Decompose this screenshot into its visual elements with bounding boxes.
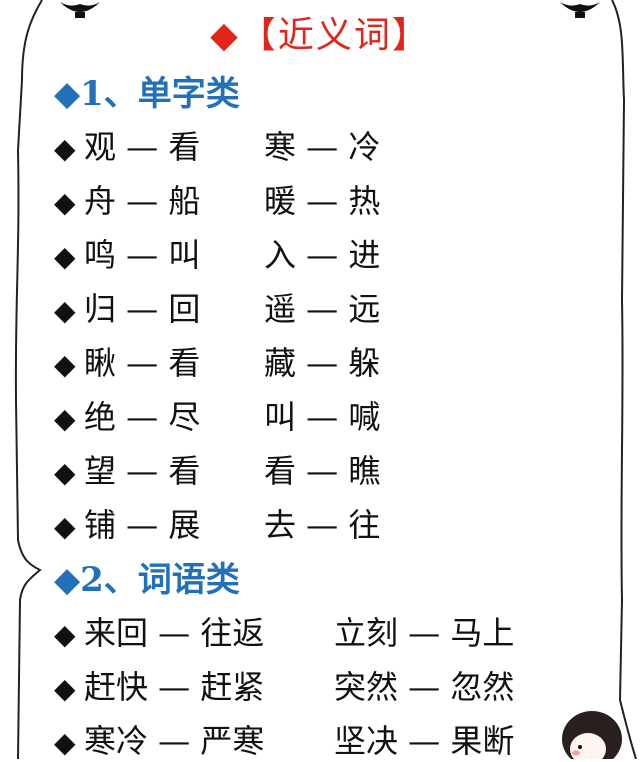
list-item: ◆望 — 看看 — 瞧: [54, 452, 381, 490]
list-item: ◆瞅 — 看藏 — 躲: [54, 344, 381, 382]
cartoon-girl-icon: [562, 711, 622, 759]
list-item: ◆来回 — 往返立刻 — 马上: [54, 614, 515, 652]
ornament-right-icon: [560, 2, 600, 18]
ornament-left-icon: [60, 2, 100, 18]
list-item: ◆鸣 — 叫入 — 进: [54, 236, 381, 274]
list-item: ◆铺 — 展去 — 往: [54, 506, 381, 544]
list-item: ◆寒冷 — 严寒坚决 — 果断: [54, 722, 515, 760]
list-item: ◆舟 — 船暖 — 热: [54, 182, 381, 220]
list-item: ◆赶快 — 赶紧突然 — 忽然: [54, 668, 515, 706]
page-title: ◆【近义词】: [210, 15, 430, 56]
section-heading-words: ◆2、词语类: [54, 560, 240, 600]
list-item: ◆绝 — 尽叫 — 喊: [54, 398, 381, 436]
list-item: ◆归 — 回遥 — 远: [54, 290, 381, 328]
list-item: ◆观 — 看寒 — 冷: [54, 128, 381, 166]
section-heading-single-char: ◆1、单字类: [54, 74, 240, 114]
